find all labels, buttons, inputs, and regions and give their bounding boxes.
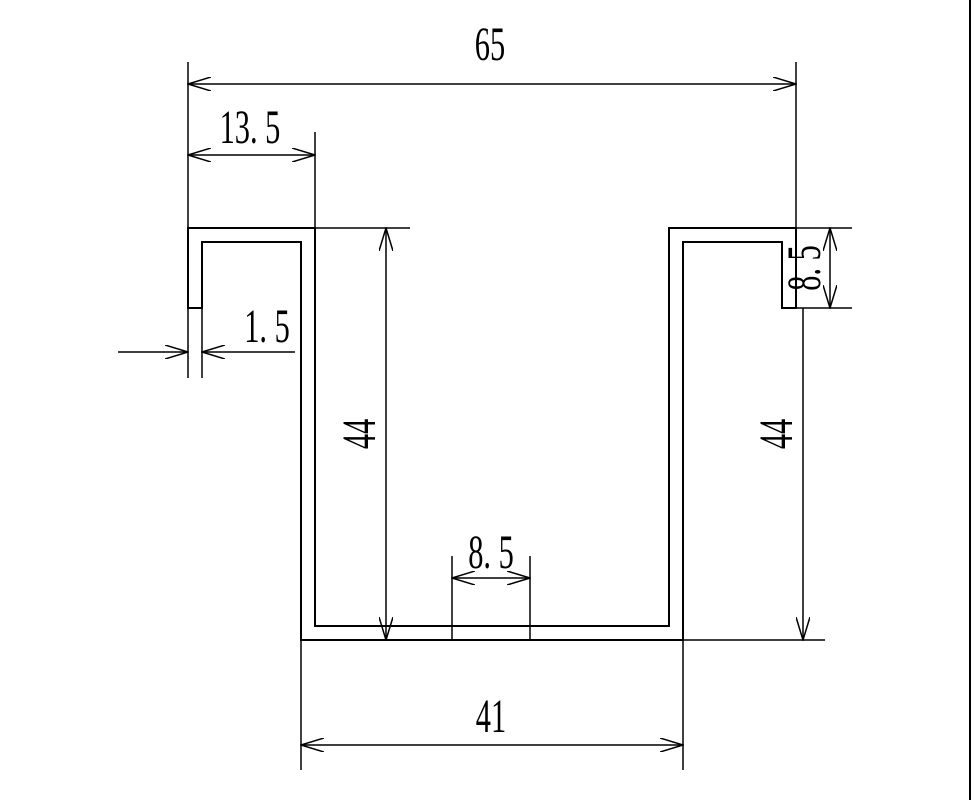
profile-outer-outline [187, 227, 797, 641]
dim-text-overall-width: 65 [475, 17, 505, 71]
dim-text-slot-width: 8. 5 [468, 525, 514, 579]
dim-text-left-height: 44 [332, 419, 386, 449]
dim-text-bottom-width: 41 [476, 689, 506, 743]
dim-text-lip-height: 8. 5 [777, 245, 831, 291]
dim-text-left-flange: 13. 5 [220, 100, 281, 154]
extension-lines [187, 62, 852, 770]
dim-text-right-height: 44 [749, 419, 803, 449]
dim-text-wall-thickness: 1. 5 [244, 299, 290, 353]
